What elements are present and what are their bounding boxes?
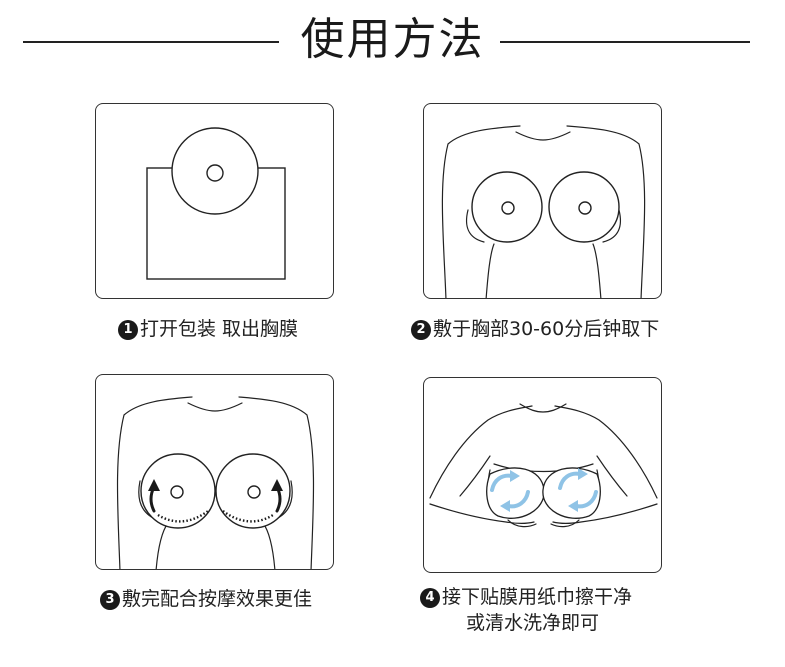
step-1-text: 打开包装 取出胸膜 xyxy=(140,318,299,340)
step-4-text: 接下贴膜用纸巾擦干净 xyxy=(442,586,633,608)
step-4-caption-line2: 或清水洗净即可 xyxy=(466,612,600,634)
title-right-line xyxy=(500,41,750,43)
page-title: 使用方法 xyxy=(300,14,485,65)
step-1-illustration xyxy=(95,103,334,299)
step-1-badge: 1 xyxy=(118,320,138,340)
step-4-illustration xyxy=(423,377,662,573)
step-2-text: 敷于胸部30-60分后钟取下 xyxy=(433,318,660,340)
step-3-text: 敷完配合按摩效果更佳 xyxy=(122,588,313,610)
step-2-illustration xyxy=(423,103,662,299)
step-3-badge: 3 xyxy=(100,590,120,610)
step-2-badge: 2 xyxy=(411,320,431,340)
title-left-line xyxy=(23,41,279,43)
step-4-badge: 4 xyxy=(420,588,440,608)
step-3-illustration xyxy=(95,374,334,570)
